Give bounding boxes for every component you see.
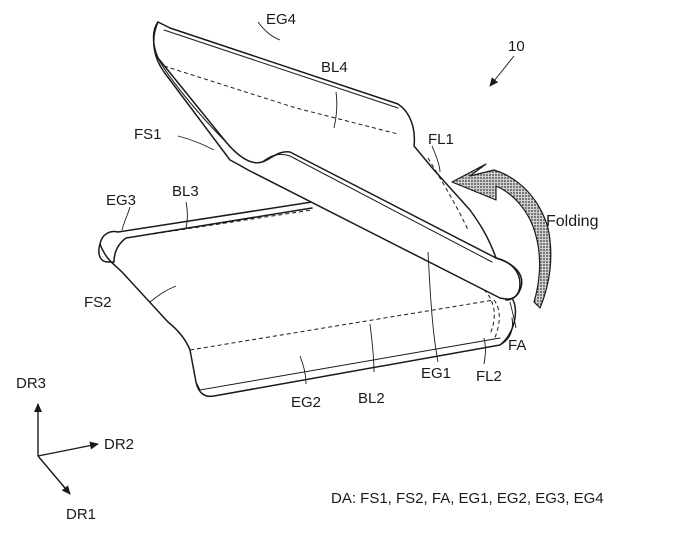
front-curve bbox=[499, 317, 513, 346]
folding-line-fl1 bbox=[427, 157, 469, 231]
label-bl4: BL4 bbox=[321, 59, 348, 76]
edge-eg4 bbox=[157, 21, 497, 259]
labels: EG4 BL4 FS1 FL1 EG3 BL3 FS2 EG1 FA FL2 B… bbox=[84, 11, 598, 411]
leader-ref-10 bbox=[489, 55, 515, 87]
bending-line-bl3 bbox=[125, 209, 313, 239]
edge-fs1-roll bbox=[157, 57, 227, 143]
leader-eg1 bbox=[427, 251, 439, 363]
bending-line-bl4 bbox=[163, 65, 399, 135]
lower-panel-outline bbox=[99, 201, 517, 398]
label-eg3: EG3 bbox=[106, 192, 136, 209]
label-fl1: FL1 bbox=[428, 131, 454, 148]
leader-bl2 bbox=[369, 323, 375, 373]
axis-dr1-arrow bbox=[37, 455, 71, 495]
label-folding: Folding bbox=[546, 213, 598, 230]
leader-fa bbox=[509, 301, 517, 329]
edge-eg3-thickness bbox=[98, 207, 313, 263]
axis-dr3-label: DR3 bbox=[16, 375, 46, 392]
label-bl3: BL3 bbox=[172, 183, 199, 200]
leader-eg4 bbox=[257, 21, 281, 41]
label-eg2: EG2 bbox=[291, 394, 321, 411]
direction-axes: DR3 DR2 DR1 bbox=[16, 375, 134, 523]
edge-fs1-roll-inner bbox=[261, 153, 493, 263]
edge-eg4-inner bbox=[163, 29, 399, 109]
label-eg4: EG4 bbox=[266, 11, 296, 28]
label-fl2: FL2 bbox=[476, 368, 502, 385]
label-ref-10: 10 bbox=[508, 38, 525, 55]
leader-eg2 bbox=[299, 355, 307, 385]
leader-fs2 bbox=[149, 285, 177, 303]
leader-fl2 bbox=[483, 337, 486, 365]
label-bl2: BL2 bbox=[358, 390, 385, 407]
axis-dr1-label: DR1 bbox=[66, 506, 96, 523]
edge-eg2-thickness bbox=[195, 337, 501, 391]
leader-bl3 bbox=[185, 201, 188, 229]
label-eg1: EG1 bbox=[421, 365, 451, 382]
figure-caption: DA: FS1, FS2, FA, EG1, EG2, EG3, EG4 bbox=[331, 490, 604, 507]
fold-area-curve bbox=[495, 257, 521, 301]
lower-panel bbox=[98, 201, 517, 398]
folding-arrow bbox=[451, 163, 552, 309]
leader-fl1 bbox=[431, 145, 441, 173]
bending-line-bl2 bbox=[189, 299, 495, 351]
upper-panel bbox=[152, 21, 523, 301]
leader-eg3 bbox=[121, 206, 131, 231]
axis-dr2-arrow bbox=[37, 441, 99, 457]
label-fs1: FS1 bbox=[134, 126, 162, 143]
axis-dr2-label: DR2 bbox=[104, 436, 134, 453]
folding-arrow-shape bbox=[451, 163, 552, 309]
label-fs2: FS2 bbox=[84, 294, 112, 311]
leader-bl4 bbox=[333, 91, 338, 129]
leader-lines bbox=[121, 21, 517, 385]
folding-line-fl2 bbox=[471, 281, 495, 335]
leader-fs1 bbox=[177, 135, 215, 151]
label-fa: FA bbox=[508, 337, 526, 354]
folding-line-fl2b bbox=[493, 299, 500, 341]
